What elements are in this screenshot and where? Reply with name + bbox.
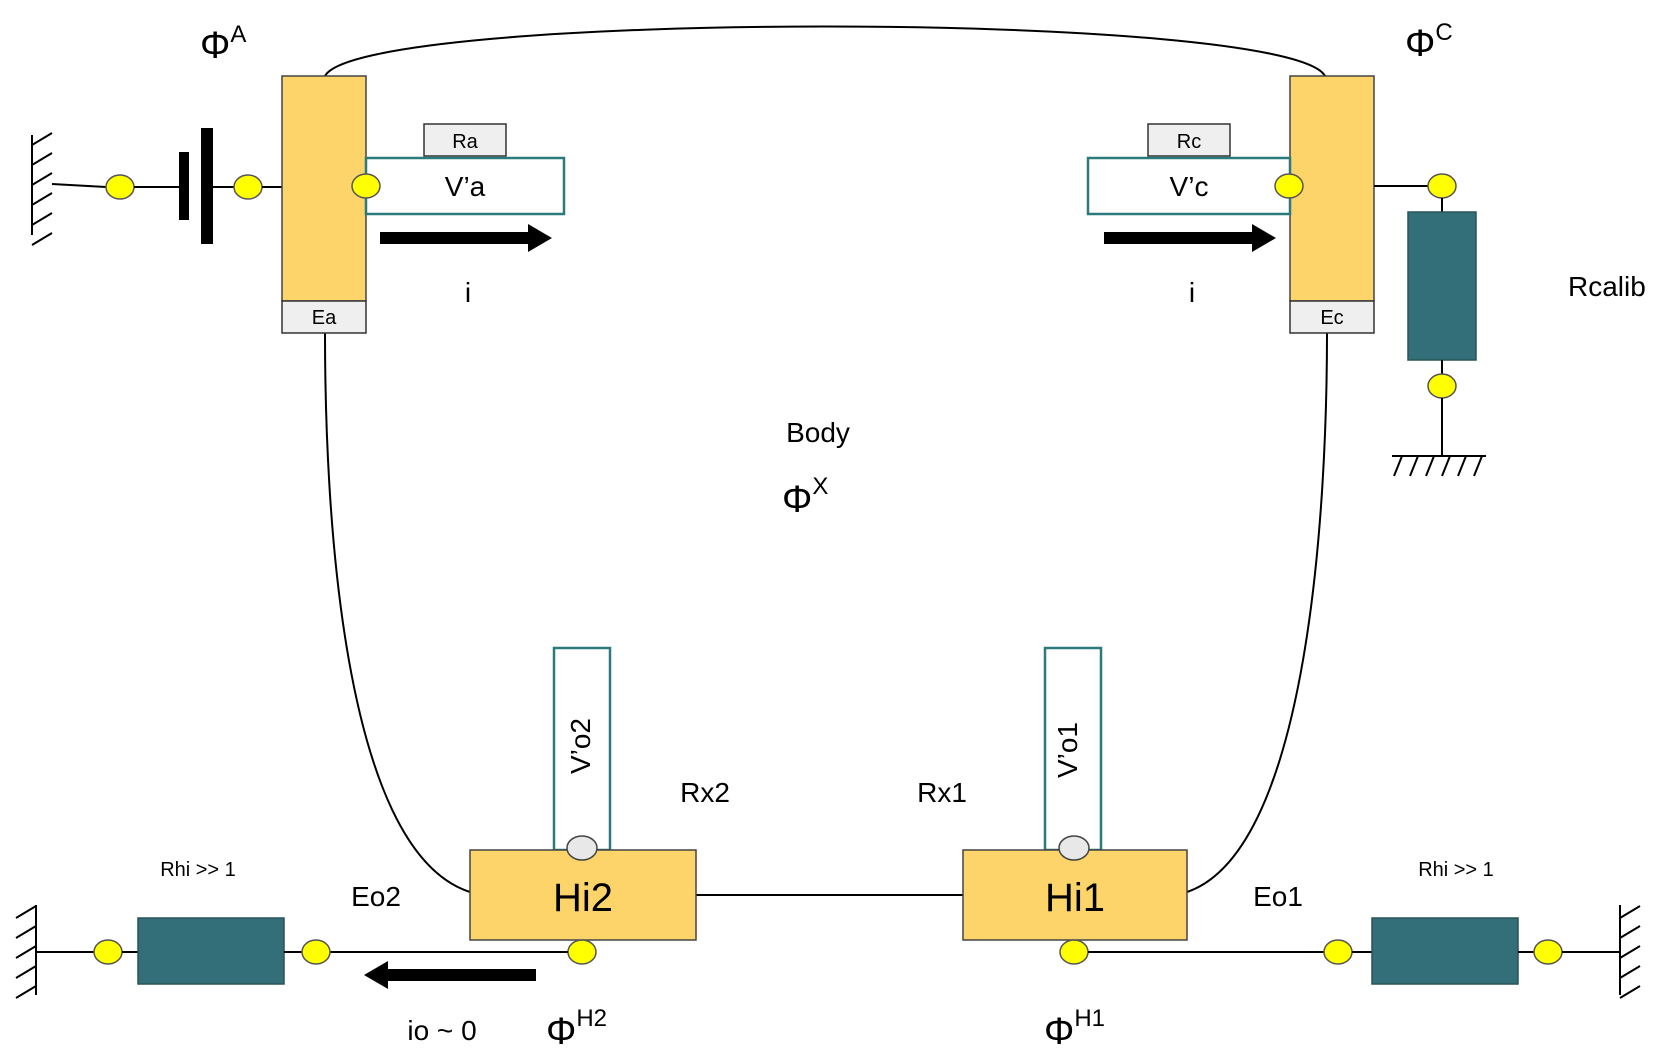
vo1-label: V’o1 bbox=[1052, 722, 1083, 778]
ground-top-left bbox=[31, 132, 53, 246]
hi1-label: Hi1 bbox=[1045, 876, 1105, 920]
rc-label: Rc bbox=[1177, 131, 1201, 153]
terminal-cathode-probe bbox=[1274, 173, 1304, 199]
terminal-hi1-bottom bbox=[1059, 939, 1089, 965]
terminal-rhi-right-outer bbox=[1533, 939, 1563, 965]
rcalib-resistor bbox=[1407, 211, 1477, 361]
ra-label: Ra bbox=[452, 131, 478, 153]
ea-box bbox=[281, 300, 367, 334]
eo2-label: Eo2 bbox=[351, 881, 401, 912]
hi2-electrode bbox=[469, 849, 697, 941]
current-arrow-right-icon-right bbox=[1104, 224, 1276, 252]
vo2-label: V’o2 bbox=[565, 718, 596, 774]
terminal-hi2-bottom bbox=[567, 939, 597, 965]
hi1-electrode bbox=[962, 849, 1188, 941]
battery-icon bbox=[179, 128, 213, 244]
vo1-probe bbox=[1043, 646, 1103, 852]
rhi-label-left: Rhi >> 1 bbox=[160, 859, 236, 881]
current-arrow-right-icon-left bbox=[380, 224, 552, 252]
phi-c-label: ΦC bbox=[1405, 19, 1453, 65]
cathode-electrode bbox=[1289, 75, 1375, 302]
vc-label: V’c bbox=[1170, 171, 1209, 202]
current-label-right: i bbox=[1189, 277, 1195, 308]
rc-box bbox=[1147, 123, 1231, 157]
current-label-left: i bbox=[465, 277, 471, 308]
ec-box bbox=[1289, 300, 1375, 334]
ground-bottom-right bbox=[1619, 905, 1641, 999]
terminal-rhi-right-inner bbox=[1323, 939, 1353, 965]
rhi-resistor-right bbox=[1371, 917, 1519, 985]
ra-box bbox=[423, 123, 507, 157]
rcalib-label: Rcalib bbox=[1568, 271, 1646, 302]
top-body-wire bbox=[324, 25, 1326, 77]
phi-h2-label: ΦH2 bbox=[546, 1005, 607, 1053]
phi-x-label: ΦX bbox=[782, 473, 828, 521]
left-body-wire bbox=[324, 332, 471, 893]
ground-right bbox=[1392, 455, 1486, 477]
rhi-label-right: Rhi >> 1 bbox=[1418, 859, 1494, 881]
terminal-rhi-left-inner bbox=[301, 939, 331, 965]
terminal-battery-right bbox=[233, 174, 263, 200]
eo1-label: Eo1 bbox=[1253, 881, 1303, 912]
ea-label: Ea bbox=[312, 307, 337, 329]
phi-a-label: ΦA bbox=[200, 21, 246, 67]
rx1-label: Rx1 bbox=[917, 777, 967, 808]
terminal-anode-probe bbox=[351, 173, 381, 199]
va-label: V’a bbox=[445, 171, 486, 202]
terminal-ground-left bbox=[105, 174, 135, 200]
right-body-wire bbox=[1186, 332, 1328, 893]
terminal-rcalib-top bbox=[1427, 173, 1457, 199]
body-label: Body bbox=[786, 417, 850, 448]
ground-wire-top-left bbox=[51, 183, 107, 188]
current-arrow-left-icon bbox=[364, 961, 536, 989]
hi2-label: Hi2 bbox=[553, 876, 613, 920]
vo2-probe bbox=[552, 646, 612, 852]
va-probe bbox=[364, 156, 566, 216]
terminal-rhi-left-outer bbox=[93, 939, 123, 965]
terminal-vo1 bbox=[1058, 835, 1090, 861]
terminal-rcalib-bottom bbox=[1427, 373, 1457, 399]
rx2-label: Rx2 bbox=[680, 777, 730, 808]
io-label: io ~ 0 bbox=[407, 1015, 476, 1046]
ec-label: Ec bbox=[1320, 307, 1343, 329]
terminal-vo2 bbox=[566, 835, 598, 861]
phi-h1-label: ΦH1 bbox=[1044, 1005, 1105, 1053]
rhi-resistor-left bbox=[137, 917, 285, 985]
ground-bottom-left bbox=[15, 905, 37, 999]
